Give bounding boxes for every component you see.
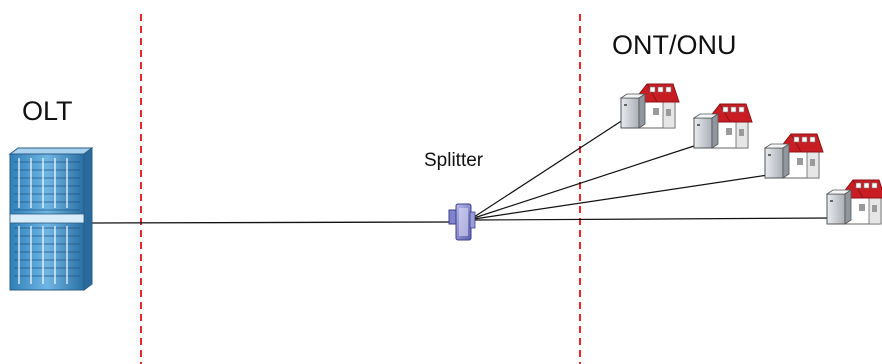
drop-fiber-line-2 (473, 144, 698, 219)
drop-fiber-line-4 (473, 217, 834, 221)
ont-onu-label: ONT/ONU (612, 30, 737, 60)
ont-house-3 (764, 133, 824, 179)
splitter-label: Splitter (424, 150, 484, 171)
drop-fiber-line-1 (473, 117, 627, 218)
feeder-fiber-line (91, 221, 453, 224)
optical-splitter-icon (448, 203, 476, 241)
drop-fiber-line-3 (473, 174, 769, 220)
ont-house-4 (826, 179, 882, 225)
olt-rack-icon (8, 147, 94, 291)
olt-label: OLT (22, 96, 73, 126)
ont-house-1 (620, 83, 680, 129)
ont-house-2 (693, 103, 753, 149)
